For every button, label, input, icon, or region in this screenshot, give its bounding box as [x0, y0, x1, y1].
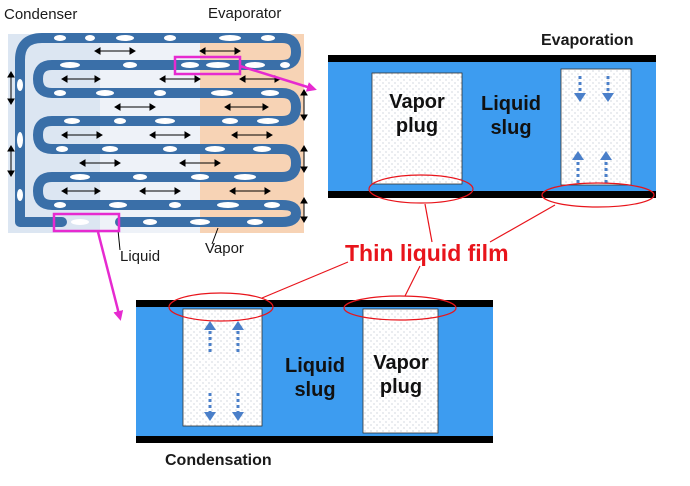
vertical-double-arrow-icon: [300, 145, 308, 173]
double-arrow-icon: [199, 47, 241, 55]
evaporator-zoom-arrow: [239, 64, 317, 92]
vapor-pointer: [211, 227, 219, 245]
evaporation-liquid-slug-label: Liquid slug: [481, 93, 541, 139]
vapor-bubbles: [17, 35, 290, 225]
zoom-callouts: [52, 55, 317, 321]
film-ellipse-evap-right: [541, 182, 655, 208]
film-ellipse-evap-left: [368, 174, 474, 204]
vertical-double-arrow-icon: [7, 145, 15, 177]
bottom-wall: [328, 191, 656, 198]
double-arrow-icon: [61, 187, 101, 195]
double-arrow-icon: [224, 103, 269, 111]
oscillation-arrows: [7, 47, 308, 223]
vapor-label: Vapor: [205, 240, 244, 257]
vapor-plug-box: [371, 72, 463, 185]
thin-film-annotation: [168, 174, 655, 322]
double-arrow-icon: [179, 159, 221, 167]
double-arrow-icon: [61, 75, 101, 83]
double-arrow-icon: [114, 103, 156, 111]
dashed-arrow-icon: [572, 76, 614, 183]
double-arrow-icon: [231, 131, 273, 139]
double-arrow-icon: [149, 131, 191, 139]
thin-liquid-film-label: Thin liquid film: [345, 240, 509, 266]
serpentine-tube: [15, 33, 301, 227]
film-ellipse-cond-right: [343, 295, 457, 321]
condensation-tube: [136, 300, 493, 443]
top-wall: [136, 300, 493, 307]
double-arrow-icon: [79, 159, 121, 167]
double-arrow-icon: [159, 75, 201, 83]
double-arrow-icon: [229, 187, 271, 195]
bottom-wall: [136, 436, 493, 443]
film-ellipse-cond-left: [168, 292, 274, 322]
condensation-title: Condensation: [165, 452, 272, 469]
film-leader: [404, 265, 421, 297]
condenser-highlight-box: [52, 212, 121, 233]
condenser-label: Condenser: [4, 6, 78, 23]
vertical-double-arrow-icon: [300, 89, 308, 121]
film-leader: [424, 203, 433, 243]
film-leader: [261, 261, 349, 299]
condensation-vapor-plug-label: Vapor plug: [373, 352, 429, 398]
double-arrow-icon: [94, 47, 136, 55]
evaporation-tube: [328, 55, 656, 198]
evaporator-label: Evaporator: [208, 5, 282, 22]
evaporator-highlight-box: [173, 55, 242, 76]
condenser-zoom-arrow: [96, 231, 124, 321]
dashed-arrow-icon: [204, 321, 244, 421]
liquid-pointer: [117, 229, 121, 251]
liquid-label: Liquid: [120, 248, 161, 265]
double-arrow-icon: [139, 187, 181, 195]
film-leader: [489, 204, 556, 243]
evaporation-vapor-plug-label: Vapor plug: [389, 91, 445, 137]
vertical-double-arrow-icon: [7, 71, 15, 105]
double-arrow-icon: [61, 131, 103, 139]
top-wall: [328, 55, 656, 62]
condensation-liquid-slug-label: Liquid slug: [285, 355, 345, 401]
vapor-region-box: [560, 68, 632, 186]
evaporation-title: Evaporation: [541, 32, 634, 49]
vapor-region-box: [182, 308, 263, 427]
vapor-plug-box: [362, 308, 439, 434]
vertical-double-arrow-icon: [300, 197, 308, 223]
